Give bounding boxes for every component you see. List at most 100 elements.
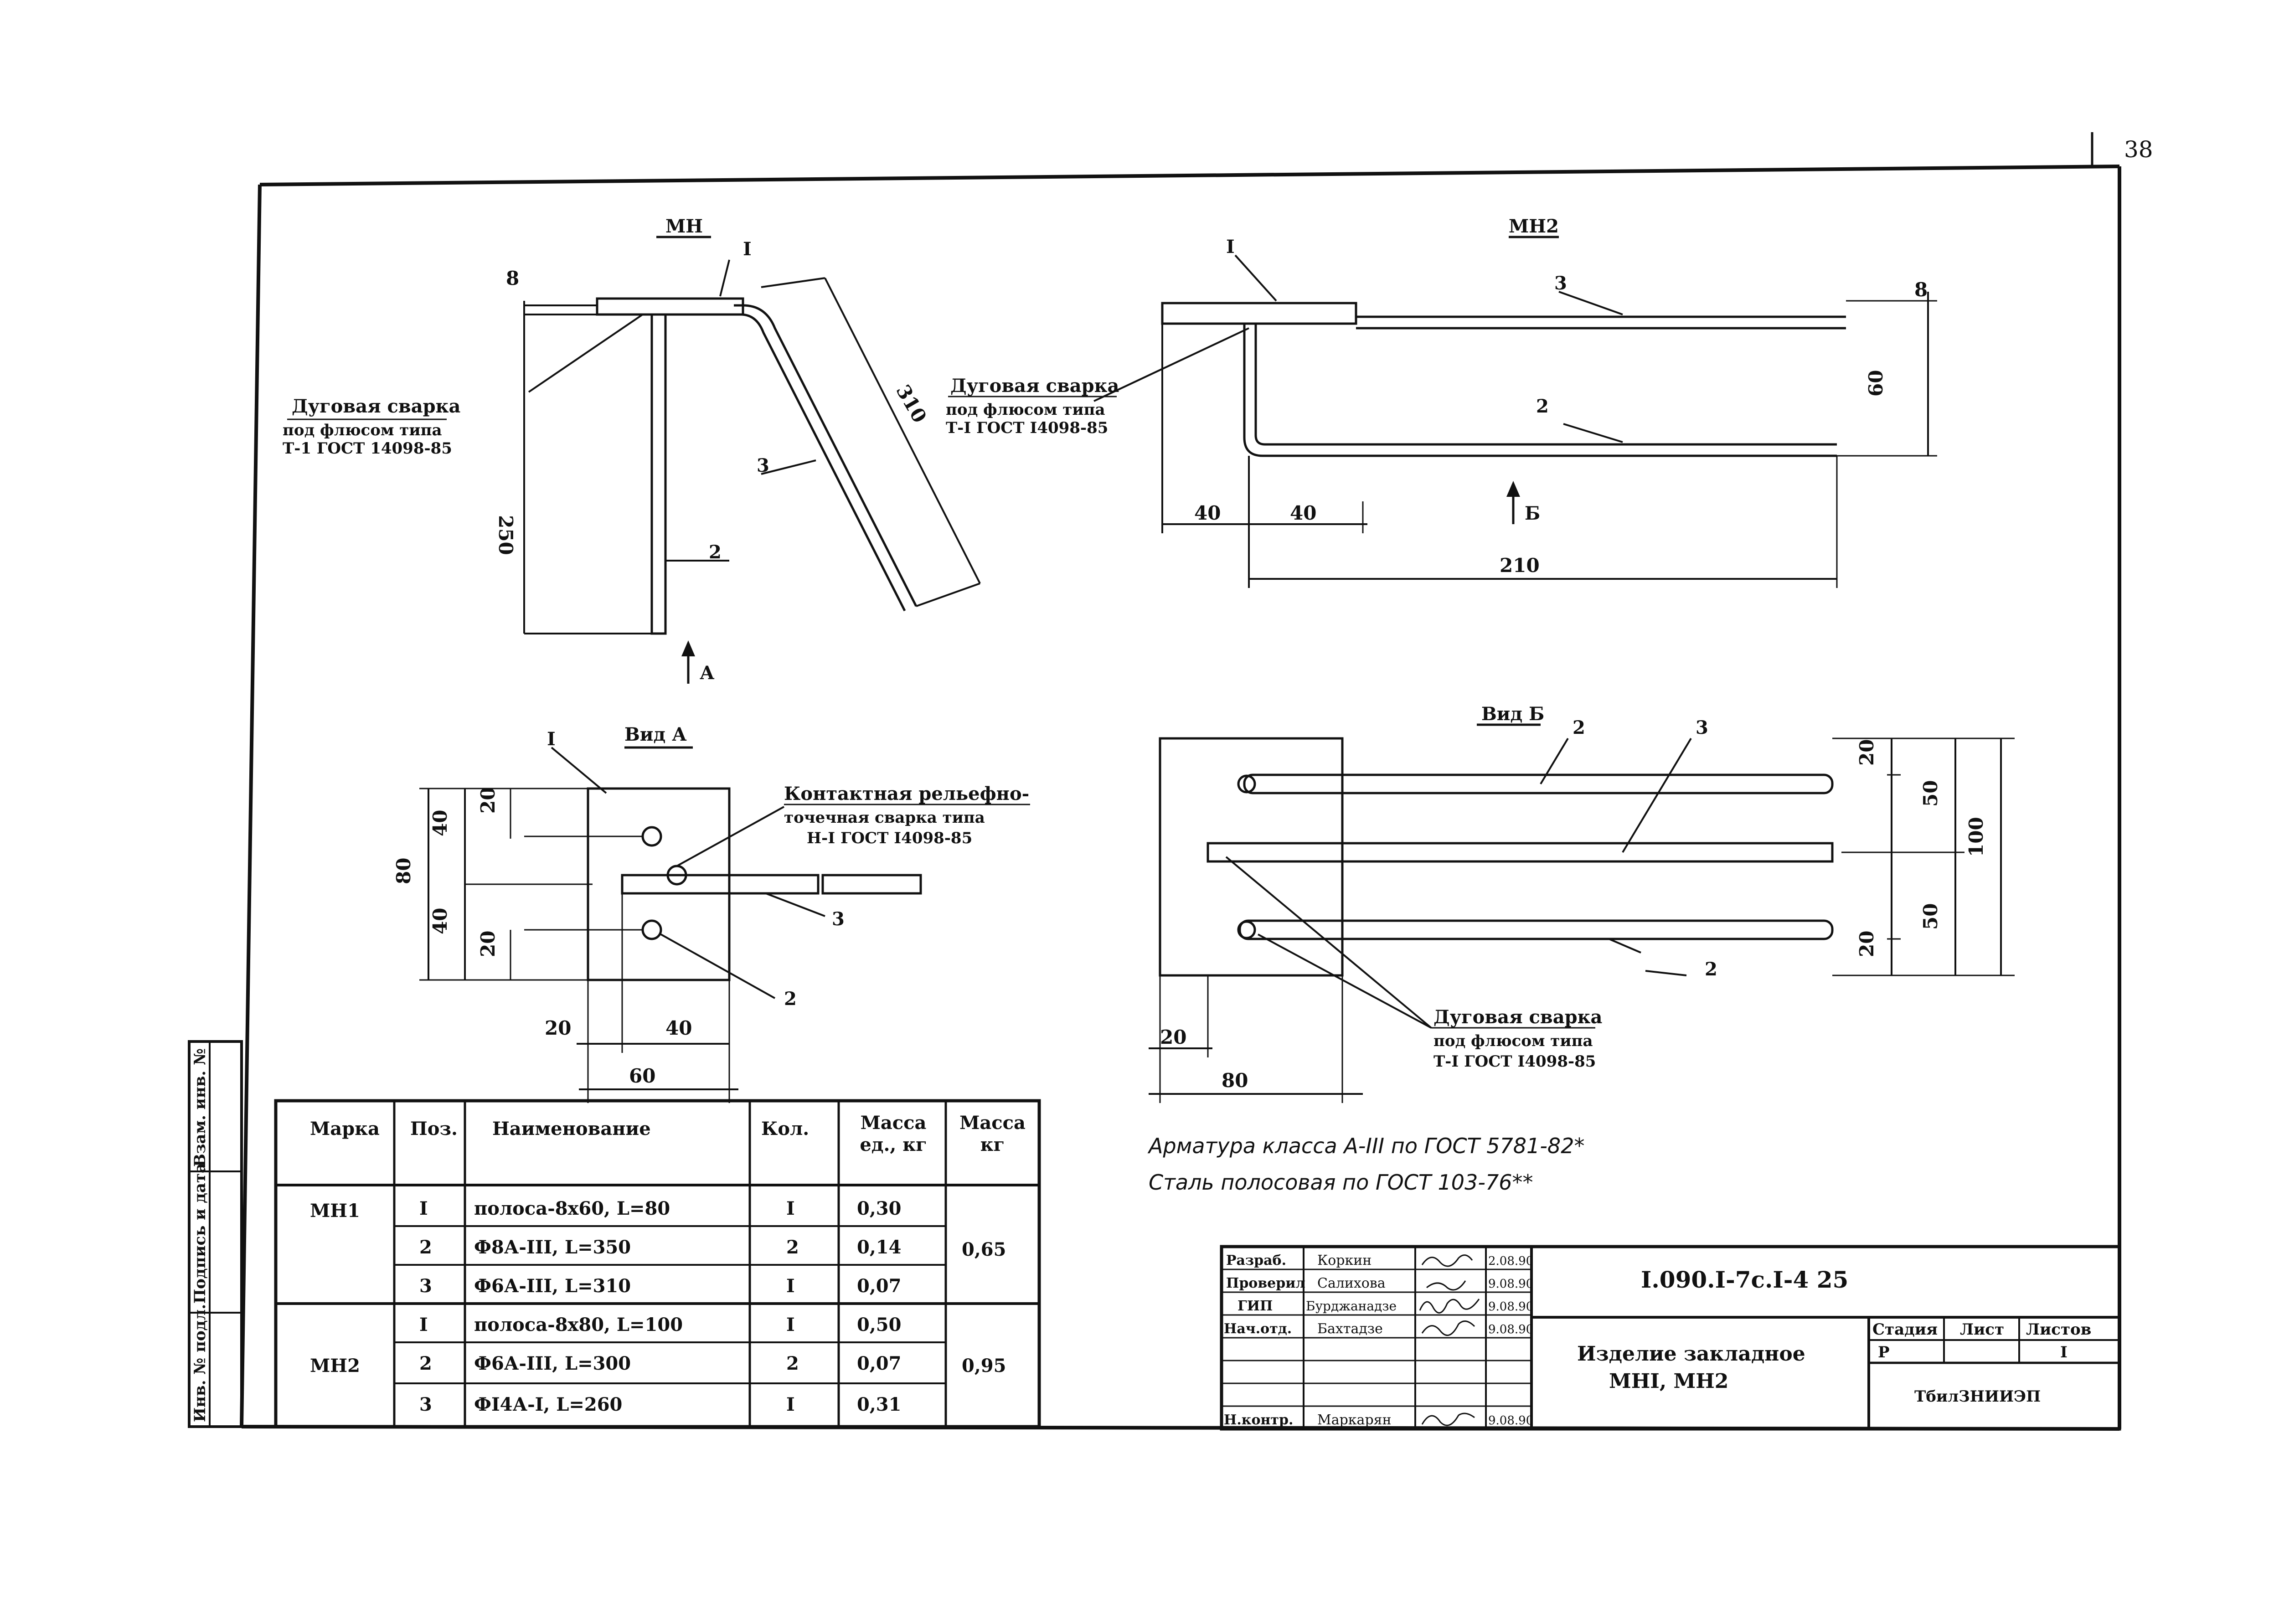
- tb-date: 9.08.90: [1488, 1277, 1533, 1291]
- view-b-dim-50a: 50: [1919, 780, 1942, 807]
- th-pos: Поз.: [410, 1118, 458, 1139]
- tb-role: Проверил: [1226, 1275, 1305, 1291]
- mn2-weld-1: Дуговая сварка: [950, 375, 1119, 397]
- mn2-title: МН2: [1509, 216, 1559, 237]
- view-a-drawing: [419, 746, 1030, 1103]
- tb-stage-label: Стадия: [1872, 1320, 1938, 1339]
- tb-name: Салихова: [1317, 1275, 1386, 1291]
- view-a-pos-1: I: [547, 728, 556, 750]
- tb-row: Проверил Салихова 9.08.90: [1226, 1275, 1533, 1291]
- mn1-pos-1: I: [743, 238, 752, 260]
- table-row: 3 ФI4А-I, L=260 I 0,31: [419, 1394, 901, 1415]
- tb-date: 2.08.90: [1488, 1254, 1533, 1268]
- signature-icon: [1426, 1280, 1466, 1291]
- cell-mass: 0,14: [857, 1237, 901, 1258]
- tb-role: Нач.отд.: [1224, 1321, 1292, 1337]
- tb-role: Разраб.: [1226, 1253, 1286, 1268]
- cell-pos: 3: [419, 1275, 432, 1297]
- view-a-dim-40c: 40: [665, 1017, 692, 1039]
- note-rebar: Арматура класса А-III по ГОСТ 5781-82*: [1147, 1134, 1584, 1158]
- view-a-dim-20b: 20: [477, 931, 499, 957]
- view-b-dim-20a: 20: [1856, 739, 1878, 766]
- mn2-dim-8: 8: [1914, 278, 1928, 301]
- view-a-dim-40b: 40: [429, 908, 451, 934]
- spec-table-grid: [274, 1099, 1041, 1428]
- mn2-drawing: [948, 236, 1937, 588]
- mn2-dim-210: 210: [1500, 554, 1540, 577]
- mn2-pos-1: I: [1226, 236, 1235, 258]
- view-b-dim-20b: 20: [1856, 931, 1878, 957]
- stamp-vzam-inv: Взам. инв. №: [191, 1048, 209, 1167]
- title-block-grid: [1220, 1245, 2121, 1431]
- cell-qty: 2: [786, 1353, 799, 1374]
- cell-mass: 0,50: [857, 1314, 901, 1335]
- table-row: 3 Ф6А-III, L=310 I 0,07: [419, 1275, 901, 1297]
- cell-qty: I: [786, 1198, 795, 1219]
- mn2-pos-2: 2: [1536, 396, 1549, 417]
- mn2-weld-3: Т-I ГОСТ I4098-85: [946, 419, 1108, 437]
- tb-role: ГИП: [1237, 1298, 1273, 1314]
- tb-name: Маркарян: [1317, 1412, 1392, 1428]
- th-mark: Марка: [310, 1118, 380, 1139]
- tb-organization: ТбилЗНИИЭП: [1914, 1387, 2041, 1406]
- tb-sheets-label: Листов: [2026, 1320, 2091, 1339]
- view-b-dim-100: 100: [1965, 817, 1987, 857]
- mn1-weld-3: Т-1 ГОСТ 14098-85: [283, 439, 452, 458]
- cell-mass: 0,31: [857, 1394, 901, 1415]
- signature-icon: [1419, 1299, 1480, 1314]
- tb-name: Бахтадзе: [1317, 1321, 1383, 1337]
- stamp-signature-date: Подпись и дата: [191, 1163, 209, 1304]
- cell-qty: 2: [786, 1237, 799, 1258]
- tb-sheet-label: Лист: [1960, 1320, 2004, 1339]
- tb-role: Н.контр.: [1224, 1412, 1293, 1428]
- view-b-weld-2: под флюсом типа: [1433, 1032, 1593, 1050]
- mn1-dim-250: 250: [495, 515, 517, 555]
- cell-pos: 2: [419, 1353, 432, 1374]
- view-b-pos-2a: 2: [1573, 717, 1585, 738]
- mark-mn1: МН1: [310, 1200, 360, 1222]
- view-a-pos-3: 3: [832, 908, 845, 930]
- view-a-dim-20c: 20: [545, 1017, 571, 1039]
- view-a-dim-40a: 40: [429, 810, 451, 836]
- total-mass-mn2: 0,95: [962, 1355, 1006, 1377]
- signature-icon: [1421, 1254, 1473, 1267]
- cell-pos: I: [419, 1198, 428, 1219]
- mn2-pos-3: 3: [1554, 273, 1567, 294]
- side-stamp: [188, 1040, 243, 1428]
- table-row: 2 Ф6А-III, L=300 2 0,07: [419, 1353, 901, 1374]
- th-qty: Кол.: [761, 1118, 809, 1139]
- view-a-dim-60: 60: [629, 1065, 655, 1087]
- view-a-title: Вид А: [624, 724, 687, 745]
- tb-row: Разраб. Коркин 2.08.90: [1226, 1253, 1533, 1268]
- tb-row: ГИП Бурджанадзе 9.08.90: [1237, 1298, 1533, 1314]
- table-row: I полоса-8х60, L=80 I 0,30: [419, 1198, 901, 1219]
- note-strip-steel: Сталь полосовая по ГОСТ 103-76**: [1149, 1170, 1533, 1195]
- mn2-dim-40a: 40: [1194, 502, 1221, 524]
- cell-pos: 3: [419, 1394, 432, 1415]
- cell-name: Ф8А-III, L=350: [474, 1237, 631, 1258]
- th-total-mass: Масса кг: [959, 1112, 1026, 1155]
- tb-date: 9.08.90: [1488, 1323, 1533, 1336]
- cell-qty: I: [786, 1314, 795, 1335]
- tb-stage: Р: [1878, 1343, 1890, 1361]
- view-a-pos-2: 2: [784, 988, 797, 1010]
- tb-product-2: МНI, МН2: [1609, 1370, 1728, 1393]
- tb-row: Нач.отд. Бахтадзе 9.08.90: [1224, 1320, 1533, 1337]
- mn1-pos-3: 3: [757, 455, 769, 476]
- cell-name: полоса-8х60, L=80: [474, 1198, 670, 1219]
- cell-pos: I: [419, 1314, 428, 1335]
- page-number: 38: [2124, 136, 2153, 163]
- view-b-title: Вид Б: [1481, 703, 1544, 725]
- view-a-dim-20a: 20: [477, 787, 499, 814]
- cell-pos: 2: [419, 1237, 432, 1258]
- tb-sheets: I: [2060, 1343, 2068, 1361]
- tb-name: Коркин: [1317, 1253, 1372, 1268]
- view-b-dim-20c: 20: [1160, 1026, 1186, 1048]
- cell-qty: I: [786, 1394, 795, 1415]
- tb-date: 9.08.90: [1488, 1414, 1533, 1428]
- tb-date: 9.08.90: [1488, 1300, 1533, 1314]
- view-b-weld-1: Дуговая сварка: [1433, 1006, 1602, 1028]
- view-b-dim-50b: 50: [1919, 903, 1942, 930]
- view-a-dim-80: 80: [392, 858, 415, 884]
- mn2-weld-2: под флюсом типа: [946, 401, 1105, 419]
